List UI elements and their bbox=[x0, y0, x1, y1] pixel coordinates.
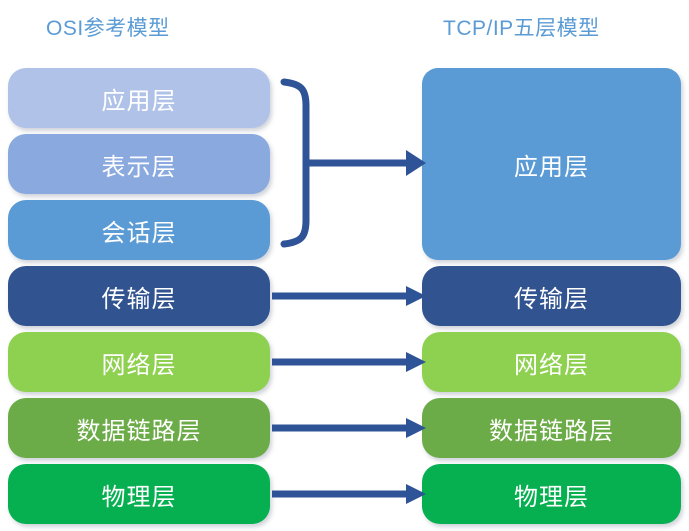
arrow-right-icon bbox=[272, 286, 426, 306]
tcpip-layer-physical-label: 物理层 bbox=[514, 483, 589, 511]
arrow-transport-connector bbox=[272, 286, 426, 306]
osi-column-title: OSI参考模型 bbox=[46, 17, 170, 40]
osi-layer-application[interactable]: 应用层 bbox=[8, 68, 270, 128]
osi-layer-network-label: 网络层 bbox=[101, 351, 177, 379]
tcpip-column-title: TCP/IP五层模型 bbox=[443, 17, 600, 40]
osi-layer-session-label: 会话层 bbox=[101, 219, 177, 247]
brace-arrow-icon bbox=[280, 78, 426, 248]
osi-layer-application-label: 应用层 bbox=[101, 87, 177, 115]
osi-layer-presentation-label: 表示层 bbox=[101, 153, 177, 181]
tcpip-layer-network[interactable]: 网络层 bbox=[422, 332, 681, 392]
osi-layer-transport[interactable]: 传输层 bbox=[8, 266, 270, 326]
tcpip-layer-application-label: 应用层 bbox=[514, 153, 589, 181]
brace-arrow-application-connector bbox=[280, 78, 426, 248]
tcpip-layer-application[interactable]: 应用层 bbox=[422, 68, 681, 260]
tcpip-layer-transport-label: 传输层 bbox=[514, 285, 589, 313]
tcpip-layer-datalink-label: 数据链路层 bbox=[489, 417, 614, 445]
arrow-right-icon bbox=[272, 418, 426, 438]
arrow-network-connector bbox=[272, 352, 426, 372]
tcpip-layer-physical[interactable]: 物理层 bbox=[422, 464, 681, 524]
osi-layer-transport-label: 传输层 bbox=[101, 285, 177, 313]
tcpip-layer-transport[interactable]: 传输层 bbox=[422, 266, 681, 326]
osi-layer-physical[interactable]: 物理层 bbox=[8, 464, 270, 524]
osi-layer-presentation[interactable]: 表示层 bbox=[8, 134, 270, 194]
arrow-datalink-connector bbox=[272, 418, 426, 438]
arrow-right-icon bbox=[272, 484, 426, 504]
osi-layer-physical-label: 物理层 bbox=[101, 483, 177, 511]
tcpip-layer-network-label: 网络层 bbox=[514, 351, 589, 379]
tcpip-layer-datalink[interactable]: 数据链路层 bbox=[422, 398, 681, 458]
arrow-physical-connector bbox=[272, 484, 426, 504]
osi-layer-datalink-label: 数据链路层 bbox=[76, 417, 202, 445]
osi-layer-network[interactable]: 网络层 bbox=[8, 332, 270, 392]
arrow-right-icon bbox=[272, 352, 426, 372]
osi-layer-session[interactable]: 会话层 bbox=[8, 200, 270, 260]
osi-layer-datalink[interactable]: 数据链路层 bbox=[8, 398, 270, 458]
